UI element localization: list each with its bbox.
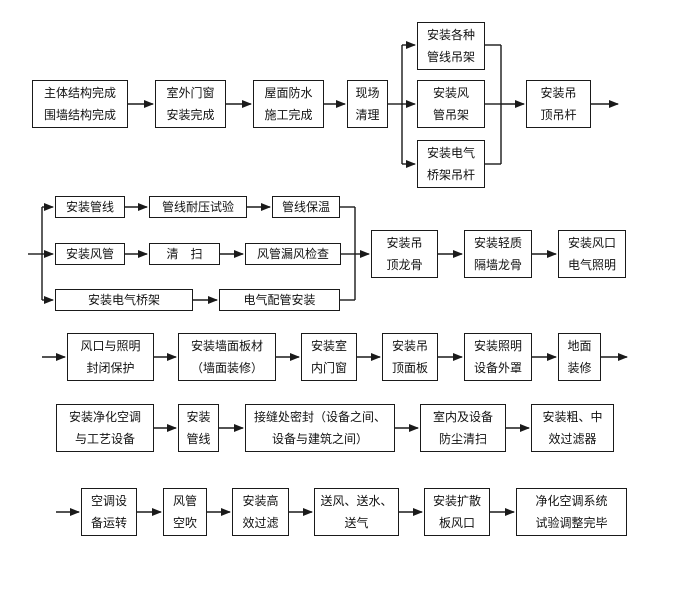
step-dust-cleaning: 室内及设备 防尘清扫 <box>420 404 506 452</box>
step-pipe-hangers: 安装各种 管线吊架 <box>417 22 485 70</box>
step-site-cleanup: 现场 清理 <box>347 80 388 128</box>
step-hepa-filter: 安装高 效过滤 <box>232 488 289 536</box>
step-exterior-windows-complete: 室外门窗 安装完成 <box>155 80 226 128</box>
step-filters: 安装粗、中 效过滤器 <box>531 404 614 452</box>
step-install-ducts: 安装风管 <box>55 243 125 265</box>
step-floor-finish: 地面 装修 <box>558 333 601 381</box>
step-conduit-install: 电气配管安装 <box>219 289 340 311</box>
step-seal-protect: 风口与照明 封闭保护 <box>67 333 154 381</box>
step-duct-leak-check: 风管漏风检查 <box>245 243 341 265</box>
step-pipe-insulation: 管线保温 <box>272 196 340 218</box>
step-pipe-pressure-test: 管线耐压试验 <box>149 196 247 218</box>
step-diffuser-vents: 安装扩散 板风口 <box>424 488 490 536</box>
step-cable-tray-hangers: 安装电气 桥架吊杆 <box>417 140 485 188</box>
step-joint-seal: 接缝处密封（设备之间、 设备与建筑之间） <box>245 404 395 452</box>
step-install-cable-tray: 安装电气桥架 <box>55 289 193 311</box>
step-install-lines: 安装 管线 <box>178 404 219 452</box>
step-cleaning: 清 扫 <box>149 243 220 265</box>
step-lamp-covers: 安装照明 设备外罩 <box>464 333 532 381</box>
step-interior-doors: 安装室 内门窗 <box>301 333 357 381</box>
step-ac-operation: 空调设 备运转 <box>81 488 137 536</box>
step-duct-blow: 风管 空吹 <box>163 488 207 536</box>
step-supply-air: 送风、送水、 送气 <box>314 488 399 536</box>
step-vent-lighting: 安装风口 电气照明 <box>558 230 626 278</box>
step-main-structure-complete: 主体结构完成 围墙结构完成 <box>32 80 128 128</box>
step-commissioning: 净化空调系统 试验调整完毕 <box>516 488 627 536</box>
step-roof-waterproof-complete: 屋面防水 施工完成 <box>253 80 324 128</box>
step-clean-ac-equipment: 安装净化空调 与工艺设备 <box>56 404 154 452</box>
step-ceiling-keel: 安装吊 顶龙骨 <box>371 230 438 278</box>
step-duct-hangers: 安装风 管吊架 <box>417 80 485 128</box>
step-ceiling-panels: 安装吊 顶面板 <box>382 333 438 381</box>
step-partition-keel: 安装轻质 隔墙龙骨 <box>464 230 532 278</box>
step-wall-panels: 安装墙面板材 （墙面装修） <box>178 333 276 381</box>
step-ceiling-rods: 安装吊 顶吊杆 <box>526 80 591 128</box>
step-install-pipes: 安装管线 <box>55 196 125 218</box>
